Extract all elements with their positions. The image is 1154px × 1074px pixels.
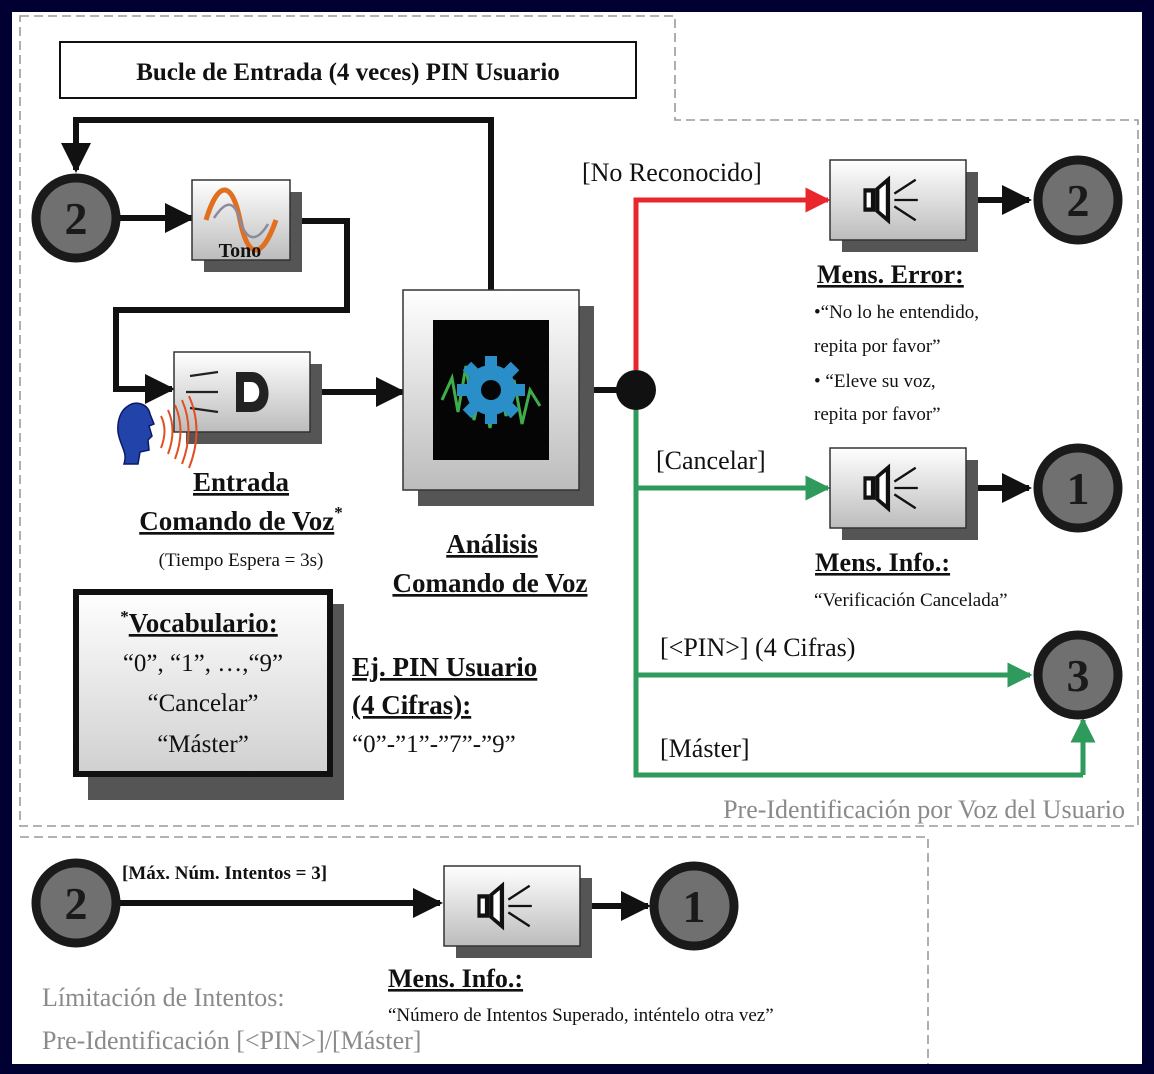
vocabulary-box — [73, 589, 344, 800]
svg-text:3: 3 — [1067, 650, 1090, 701]
limit-section-border — [20, 836, 929, 1070]
loop-back-arrow — [61, 117, 494, 290]
svg-text:2: 2 — [1067, 175, 1090, 226]
info-speaker-block — [829, 447, 978, 540]
tone-label: Tono — [219, 240, 262, 262]
diagram-title: Bucle de Entrada (4 veces) PIN Usuario — [136, 59, 560, 86]
node-limit-target: 1 — [649, 861, 739, 951]
error-msg-line2: repita por favor” — [814, 336, 941, 357]
error-msg-line4: repita por favor” — [814, 404, 941, 425]
error-speaker-block — [829, 159, 978, 252]
limit-msg-text: “Número de Intentos Superado, inténtelo … — [388, 1005, 774, 1026]
limit-label-line2: Pre-Identificación [<PIN>]/[Máster] — [42, 1026, 421, 1055]
limit-speaker-block — [443, 865, 592, 958]
error-msg-line3: • “Eleve su voz, — [814, 371, 936, 392]
input-title-line2: Comando de Voz* — [139, 503, 343, 536]
tone-block: Tono — [191, 179, 302, 272]
limit-msg-title: Mens. Info.: — [388, 964, 523, 993]
info-msg-line1: “Verificación Cancelada” — [814, 590, 1008, 611]
not-recognized-branch — [633, 187, 831, 370]
vocabulary-title: *Vocabulario: — [120, 607, 278, 638]
vocabulary-line1: “0”, “1”, …,“9” — [123, 650, 283, 677]
input-wait-note: (Tiempo Espera = 3s) — [159, 550, 324, 571]
voice-input-block — [173, 351, 322, 444]
limit-condition: [Máx. Núm. Intentos = 3] — [122, 863, 327, 884]
node-error-target: 2 — [1033, 155, 1123, 245]
error-msg-title: Mens. Error: — [817, 260, 964, 289]
node-cancel-target: 1 — [1033, 443, 1123, 533]
input-title-line1: Entrada — [193, 467, 290, 497]
branch-junction — [616, 370, 656, 410]
tone-to-input-arrow — [113, 218, 350, 404]
svg-text:2: 2 — [65, 193, 88, 244]
preid-section-label: Pre-Identificación por Voz del Usuario — [723, 795, 1125, 824]
error-msg-line1: •“No lo he entendido, — [814, 302, 979, 323]
loop-section-border — [19, 15, 1139, 827]
node-loop-start: 2 — [31, 173, 121, 263]
not-recognized-label: [No Reconocido] — [582, 158, 762, 187]
pin-example-title-line2: (4 Cifras): — [352, 690, 471, 720]
flow-diagram: Bucle de Entrada (4 veces) PIN Usuario 2… — [19, 15, 1139, 1070]
node-pin-target: 3 — [1033, 630, 1123, 720]
cancel-label: [Cancelar] — [656, 446, 766, 475]
analysis-block — [402, 289, 594, 506]
node-limit-start: 2 — [31, 858, 121, 948]
diagram-canvas: Bucle de Entrada (4 veces) PIN Usuario 2… — [12, 12, 1142, 1070]
analysis-title-line1: Análisis — [446, 529, 538, 559]
pin-example-value: “0”-”1”-”7”-”9” — [352, 731, 516, 758]
info-msg-title: Mens. Info.: — [815, 548, 950, 577]
speaking-head-icon — [117, 395, 198, 469]
gear-icon — [457, 356, 525, 424]
vocabulary-line3: “Máster” — [157, 731, 249, 758]
vocabulary-line2: “Cancelar” — [147, 690, 258, 717]
title-box — [59, 41, 637, 99]
pin-example-title-line1: Ej. PIN Usuario — [352, 652, 537, 682]
green-trunk — [633, 405, 1083, 778]
svg-text:2: 2 — [65, 878, 88, 929]
master-label: [Máster] — [660, 734, 750, 763]
svg-text:1: 1 — [683, 881, 706, 932]
limit-label-line1: Límitación de Intentos: — [42, 983, 285, 1012]
svg-text:1: 1 — [1067, 463, 1090, 514]
pin-label: [<PIN>] (4 Cifras) — [660, 633, 855, 662]
analysis-title-line2: Comando de Voz — [392, 568, 587, 598]
